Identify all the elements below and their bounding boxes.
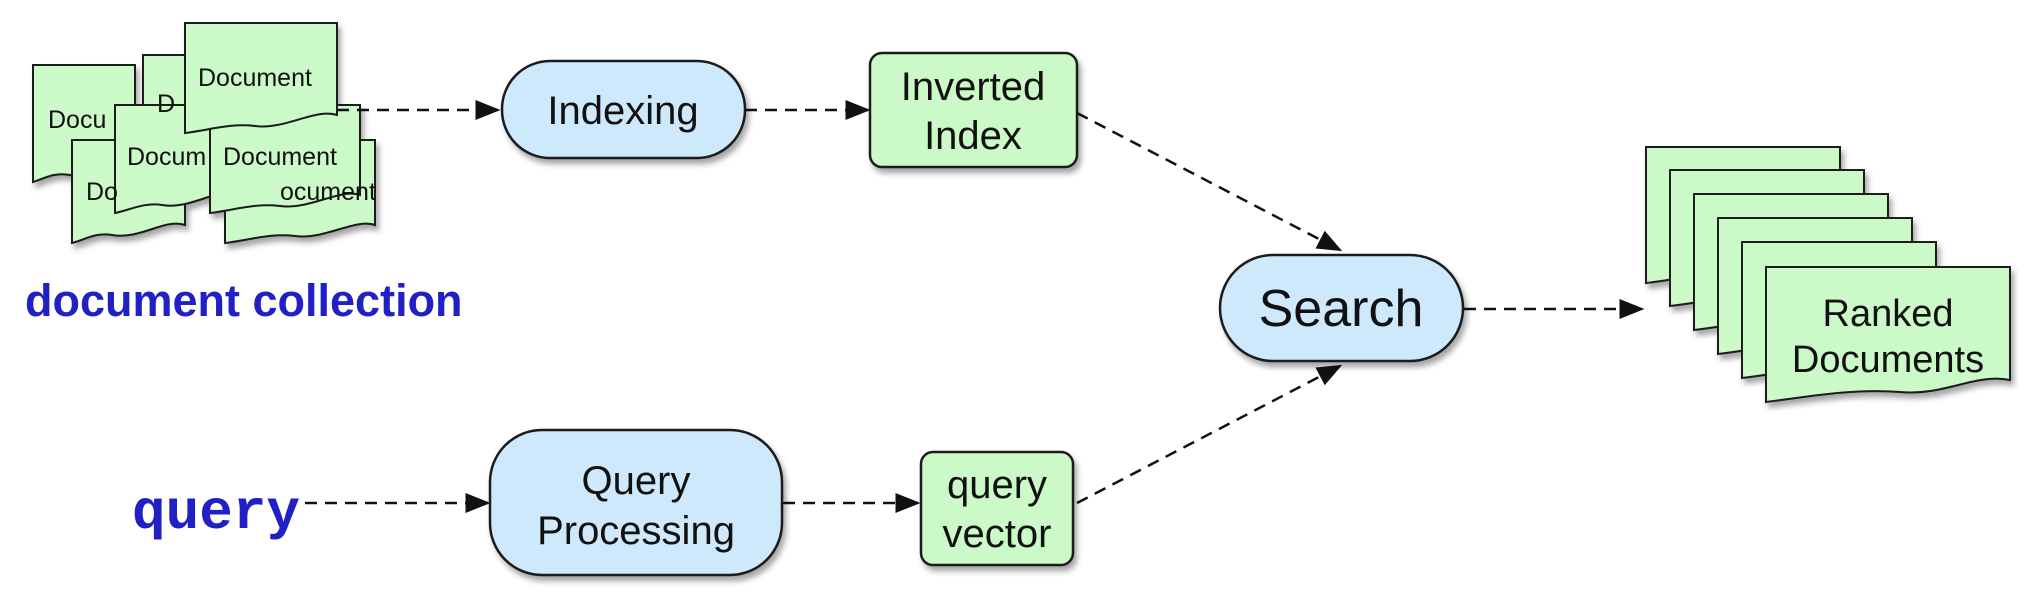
document-label: Document	[223, 143, 337, 171]
query-processing-node	[488, 428, 784, 577]
indexing-node	[500, 59, 747, 160]
document-label: D	[157, 90, 175, 118]
document-label: Docu	[48, 106, 106, 134]
ranked-documents-label: Documents	[1792, 339, 1984, 381]
indexing-label: Indexing	[547, 89, 698, 133]
document-collection-stack	[32, 22, 376, 245]
query-label: query	[132, 481, 300, 545]
document-collection-label: document collection	[25, 275, 463, 326]
query-vector-node	[919, 450, 1075, 567]
query-vector-label: vector	[943, 512, 1052, 556]
document-page	[209, 104, 361, 215]
search-label: Search	[1259, 280, 1424, 338]
document-page	[184, 22, 338, 135]
document-label: Document	[198, 64, 312, 92]
query-vector-label: query	[947, 463, 1047, 507]
inverted-index-label: Inverted	[901, 65, 1046, 109]
edge-inverted-index-to-search	[1076, 111, 1343, 252]
edge-query-vector-to-search	[1076, 364, 1343, 505]
inverted-index-node	[868, 51, 1079, 169]
document-label: Docum	[127, 143, 206, 171]
query-processing-label: Processing	[537, 509, 735, 553]
ranked-documents-stack	[1645, 146, 2011, 404]
document-label: ocument	[280, 178, 376, 206]
search-node	[1218, 253, 1465, 363]
ranked-document-page	[1765, 266, 2011, 404]
ranked-documents-label: Ranked	[1823, 293, 1954, 335]
document-label: Do	[86, 178, 118, 206]
inverted-index-label: Index	[924, 114, 1022, 158]
query-processing-label: Query	[582, 459, 691, 503]
